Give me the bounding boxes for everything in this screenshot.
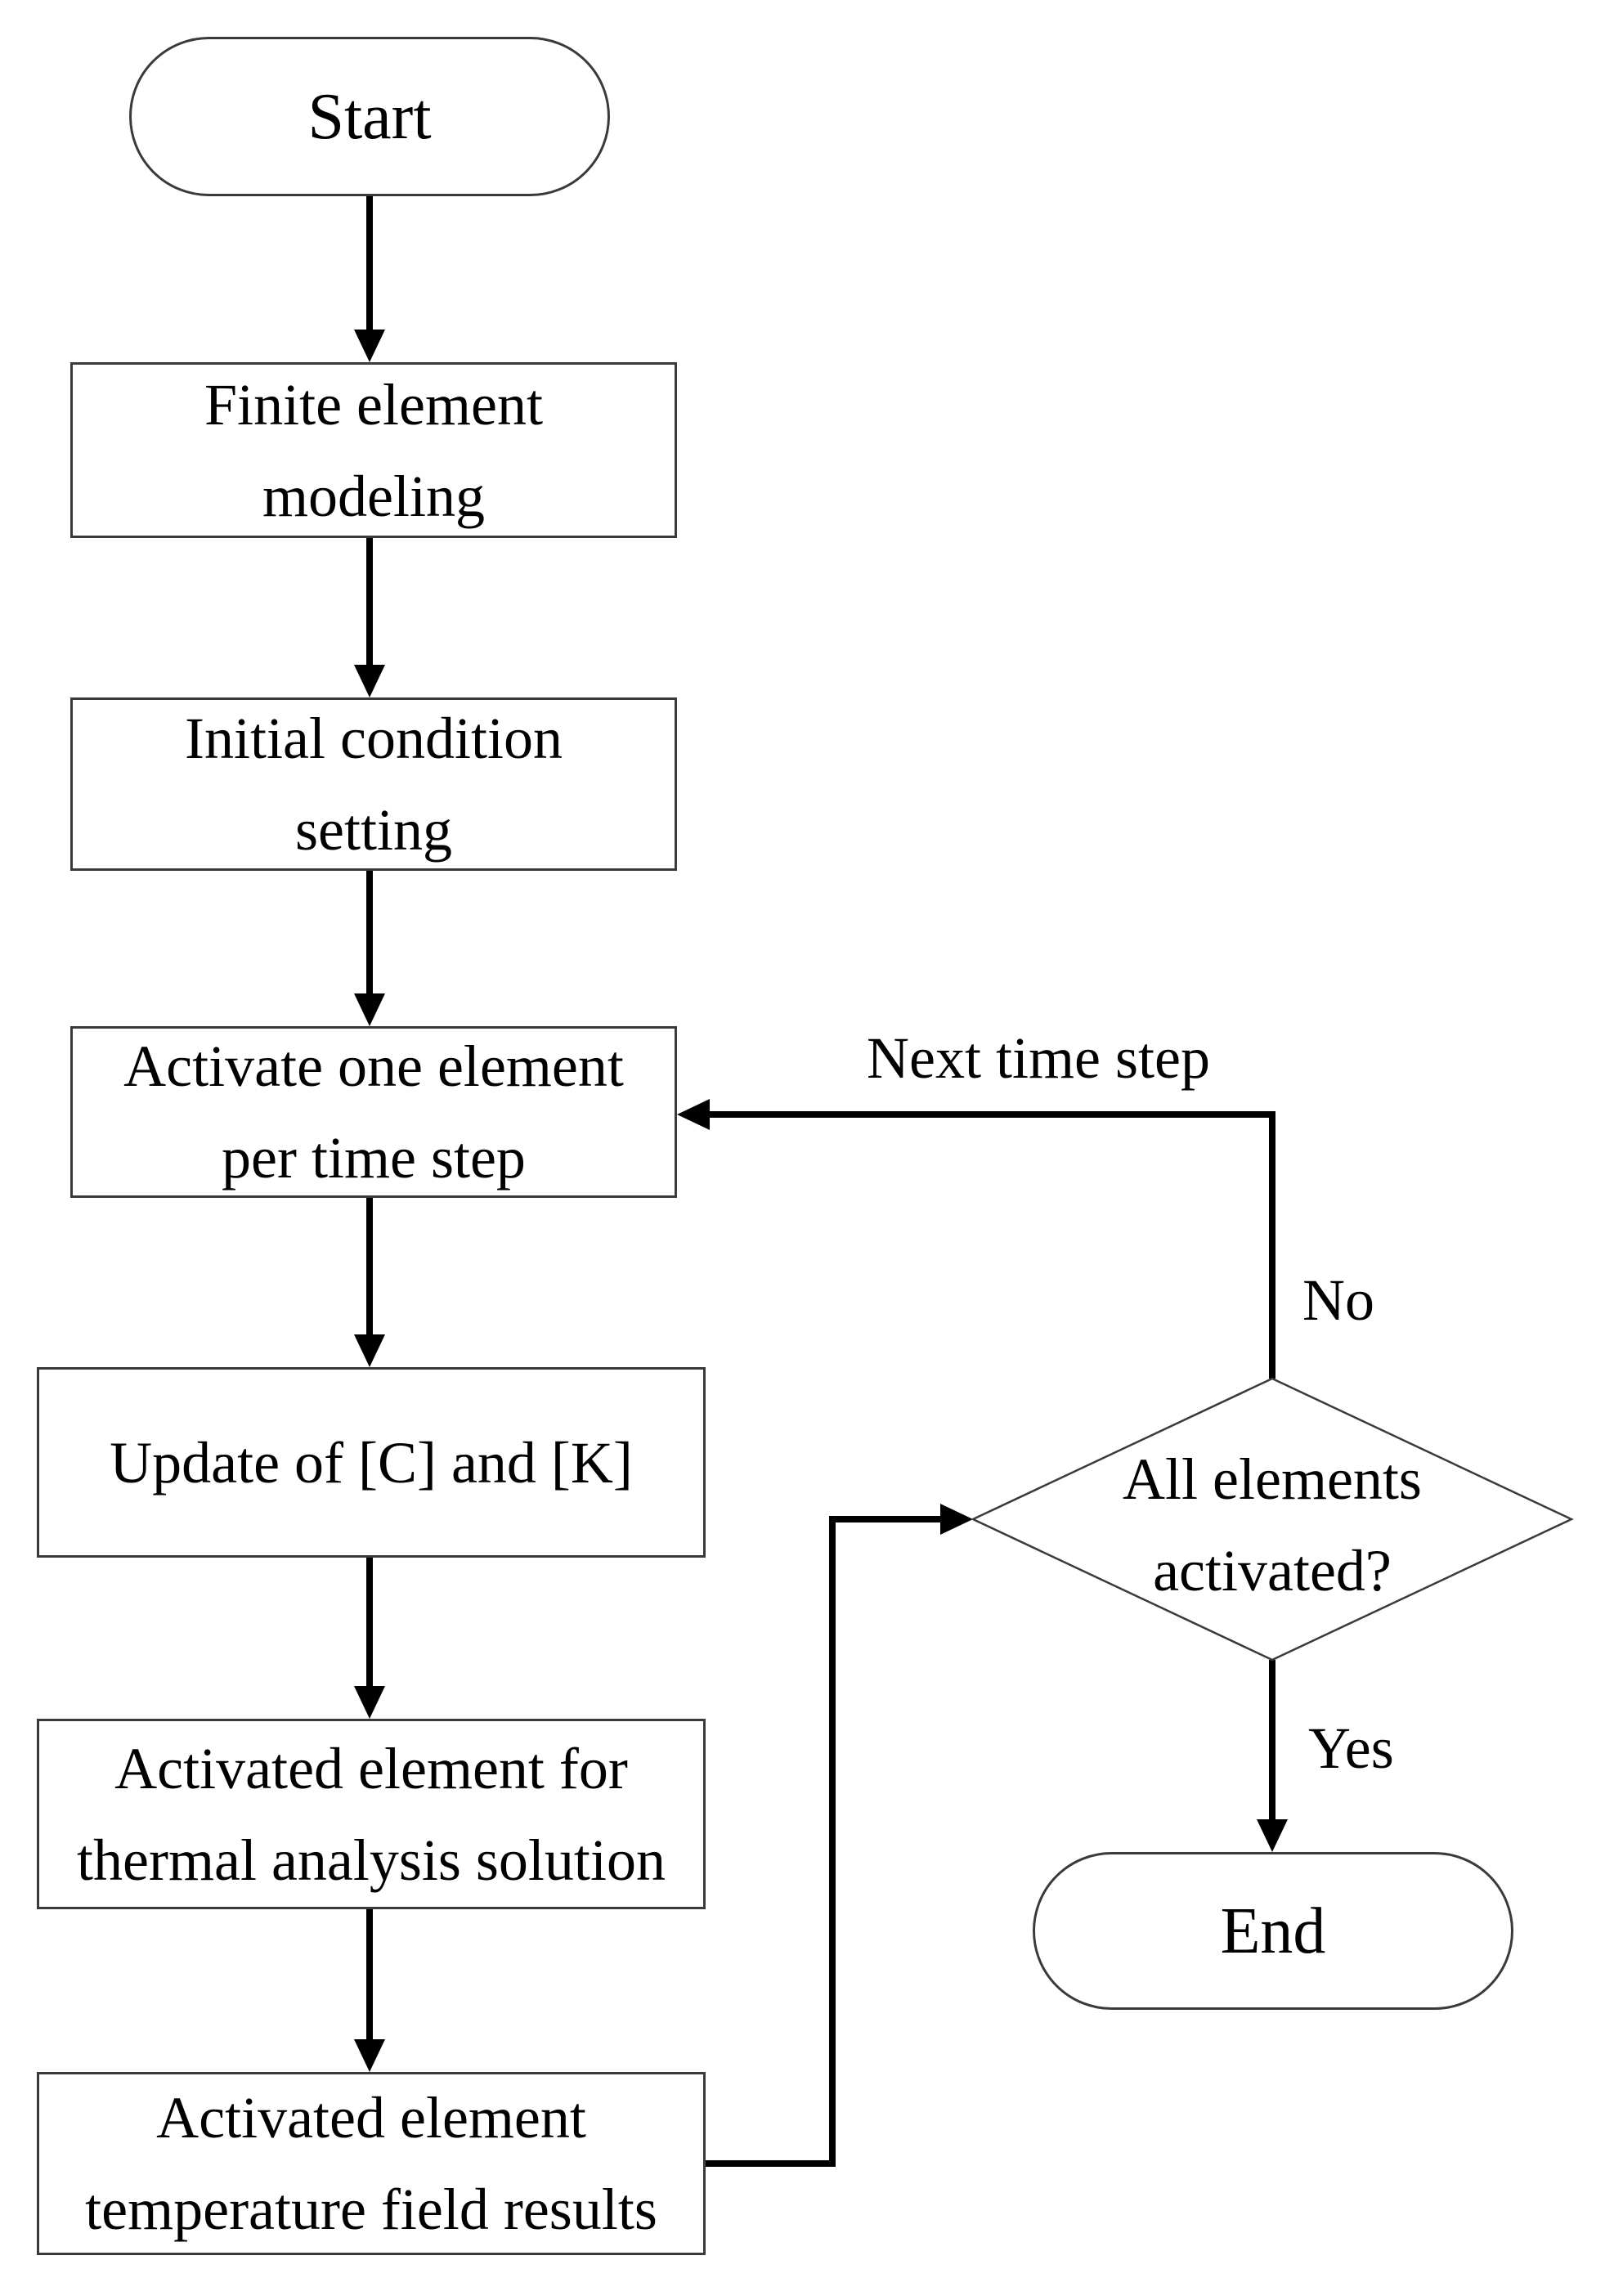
process-line: Activated element xyxy=(156,2085,586,2150)
process-update-of-c-and-k: Update of [C] and [K] xyxy=(37,1367,706,1558)
process-line: Activated element for xyxy=(114,1735,628,1801)
process-activate-one-element: Activate one element per time step xyxy=(70,1026,677,1198)
decision-line: All elements xyxy=(1123,1446,1422,1512)
arrowhead-update-to-thermal xyxy=(354,1686,385,1719)
arrowhead-initial-to-activate xyxy=(354,993,385,1026)
arrowhead-start-to-modeling xyxy=(354,330,385,362)
process-line: Update of [C] and [K] xyxy=(110,1429,633,1496)
process-line: Initial condition xyxy=(185,706,563,771)
process-line: setting xyxy=(295,797,452,863)
process-initial-condition-setting: Initial condition setting xyxy=(70,697,677,871)
edge-label-no: No xyxy=(1302,1267,1374,1333)
process-line: Finite element xyxy=(204,371,543,437)
process-line: Activate one element xyxy=(123,1034,624,1099)
start-label: Start xyxy=(307,80,432,153)
arrowhead-thermal-to-results xyxy=(354,2039,385,2072)
decision-all-elements-activated: All elements activated? xyxy=(973,1379,1571,1660)
terminator-start: Start xyxy=(129,37,610,196)
process-line: temperature field results xyxy=(85,2177,657,2242)
process-line: thermal analysis solution xyxy=(77,1827,666,1893)
decision-diamond-shape xyxy=(971,1377,1574,1661)
arrowhead-decision-no-loop xyxy=(677,1099,710,1130)
process-temperature-field-results: Activated element temperature field resu… xyxy=(37,2072,706,2255)
process-line: modeling xyxy=(262,463,485,529)
edge-label-next-time-step: Next time step xyxy=(867,1025,1210,1091)
decision-line: activated? xyxy=(1153,1538,1392,1603)
end-label: End xyxy=(1220,1895,1326,1967)
process-finite-element-modeling: Finite element modeling xyxy=(70,362,677,538)
arrowhead-results-to-decision xyxy=(940,1504,973,1535)
arrowhead-decision-yes-to-end xyxy=(1257,1819,1288,1852)
process-line: per time step xyxy=(222,1125,526,1191)
edge-decision-no-loop xyxy=(708,1111,1275,1379)
process-thermal-analysis-solution: Activated element for thermal analysis s… xyxy=(37,1719,706,1909)
arrowhead-activate-to-update xyxy=(354,1334,385,1367)
terminator-end: End xyxy=(1033,1852,1513,2010)
arrowhead-modeling-to-initial xyxy=(354,665,385,697)
edge-results-to-decision xyxy=(706,1516,942,2167)
edge-label-yes: Yes xyxy=(1308,1715,1394,1781)
